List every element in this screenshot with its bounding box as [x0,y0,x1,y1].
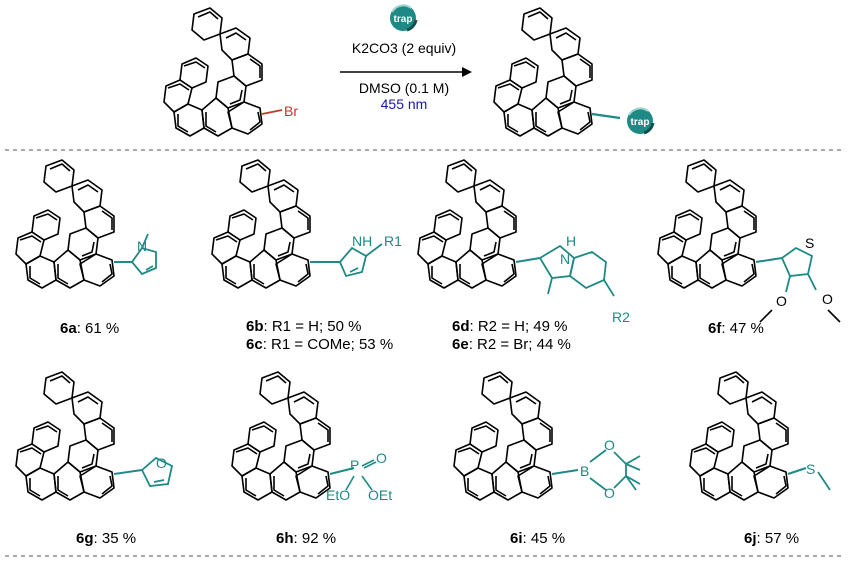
sulfur: S [806,461,815,477]
phosphonate-o: O [376,450,387,466]
label-6h: 6h: 92 % [276,530,337,547]
trap-bubble-reagent: trap [388,3,418,33]
structure-6d-6e: H N R2 [417,159,630,325]
methoxy-o-right: O [822,291,833,307]
trap-bubble-product: trap [625,106,655,136]
light-text: 455 nm [380,96,428,112]
reaction-arrow [340,67,472,77]
pinacol-o-top: O [604,437,615,453]
structure-6f: S O O [657,159,841,323]
label-6g: 6g: 35 % [76,530,137,547]
structure-6j: S [689,371,831,501]
trap-label: trap [394,14,413,25]
label-6j: 6j: 57 % [744,530,800,547]
n-atom: N [137,238,147,254]
label-6e: 6e: R2 = Br; 44 % [452,336,571,353]
boron: B [580,463,589,479]
pinacol-o-bottom: O [604,485,615,501]
label-6c: 6c: R1 = COMe; 53 % [246,336,394,353]
bromine-label: Br [284,103,298,119]
starting-material: Br [163,7,298,137]
structure-6h: P O EtO OEt [231,371,392,503]
reagent-text: K2CO3 (2 equiv) [351,40,457,56]
indole-n: N [560,251,570,267]
r2-label: R2 [612,309,630,325]
structure-6a: N [15,159,157,289]
structure-6b-6c: NH R1 [211,159,402,289]
eto-label: EtO [326,487,350,503]
methoxy-o-left: O [776,293,787,309]
structure-6i: B O O [453,371,641,501]
label-6a: 6a: 61 % [60,320,120,337]
label-6i: 6i: 45 % [510,530,566,547]
label-6d: 6d: R2 = H; 49 % [452,318,568,335]
solvent-text: DMSO (0.1 M) [358,80,450,96]
phosphorus: P [350,457,359,473]
r1-label: R1 [384,233,402,249]
oet-label: OEt [368,487,392,503]
thiophene-s: S [805,235,814,251]
svg-text:trap: trap [631,117,650,128]
label-6b: 6b: R1 = H; 50 % [246,318,362,335]
furan-o: O [156,455,167,471]
nh-atom: NH [352,233,372,249]
product-general: trap [493,7,655,137]
label-6f: 6f: 47 % [708,320,764,337]
indole-h: H [566,233,576,249]
structure-6g: O [15,371,174,501]
